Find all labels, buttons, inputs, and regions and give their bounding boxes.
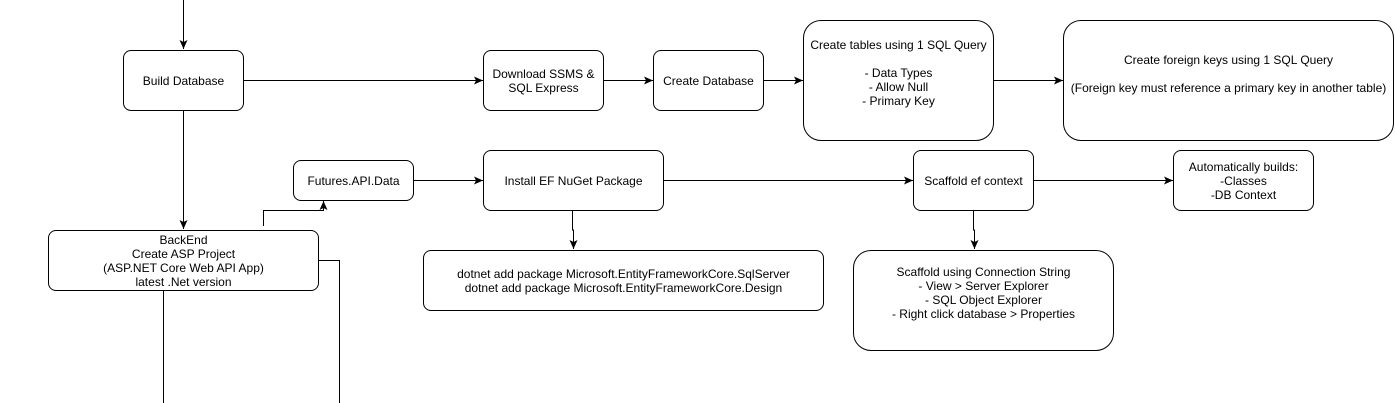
node-text-line: - Primary Key xyxy=(862,94,935,108)
node-text-line: Scaffold ef context xyxy=(924,173,1023,188)
node-text-line: dotnet add package Microsoft.EntityFrame… xyxy=(457,266,790,281)
node-text-line: Download SSMS & xyxy=(492,66,595,81)
node-text-line: Create Database xyxy=(663,73,754,88)
install-ef-nuget-node[interactable]: Install EF NuGet Package xyxy=(483,150,664,211)
node-text-line: BackEnd xyxy=(159,232,208,247)
node-text-line: - Data Types xyxy=(864,66,933,80)
edge-backend-to-futures xyxy=(263,201,328,226)
node-text-line: (ASP.NET Core Web API App) xyxy=(103,260,264,275)
automatically-builds-node[interactable]: Automatically builds:-Classes-DB Context xyxy=(1173,150,1314,211)
download-ssms-node[interactable]: Download SSMS &SQL Express xyxy=(483,50,604,111)
node-text-line: Create tables using 1 SQL Query xyxy=(810,38,987,52)
node-text-line: Create foreign keys using 1 SQL Query xyxy=(1124,53,1333,67)
edge-install-ef-to-dotnet xyxy=(569,211,578,249)
node-text-line: Install EF NuGet Package xyxy=(504,173,643,188)
node-text-line: Create ASP Project xyxy=(131,246,236,261)
create-tables-node[interactable]: Create tables using 1 SQL Query - Data Ty… xyxy=(803,20,994,141)
edge-scaffold-to-conn-string xyxy=(970,211,979,249)
node-text-line: - Allow Null xyxy=(868,80,929,94)
node-text-line: SQL Express xyxy=(508,80,579,95)
node-text-line: Build Database xyxy=(142,73,225,88)
create-database-node[interactable]: Create Database xyxy=(653,50,764,111)
dotnet-packages-node[interactable]: dotnet add package Microsoft.EntityFrame… xyxy=(423,250,824,311)
node-text-line: - View > Server Explorer xyxy=(918,279,1049,293)
scaffold-connection-string-node[interactable]: Scaffold using Connection String- View >… xyxy=(853,250,1114,351)
node-text-line: dotnet add package Microsoft.EntityFrame… xyxy=(464,280,783,295)
node-text-line: - Right click database > Properties xyxy=(891,307,1076,321)
node-text-line: Futures.API.Data xyxy=(307,173,400,188)
futures-api-data-node[interactable]: Futures.API.Data xyxy=(293,160,414,201)
create-foreign-keys-node[interactable]: Create foreign keys using 1 SQL Query (Fo… xyxy=(1063,20,1394,141)
node-text-line: -Classes xyxy=(1220,173,1267,188)
node-text-line: Automatically builds: xyxy=(1188,159,1299,174)
node-text-line: - SQL Object Explorer xyxy=(925,293,1042,307)
node-text-line: latest .Net version xyxy=(135,274,232,289)
node-text-line: Scaffold using Connection String xyxy=(896,265,1071,279)
node-text-line: (Foreign key must reference a primary ke… xyxy=(1070,81,1387,95)
build-database-node[interactable]: Build Database xyxy=(123,50,244,111)
node-text-line: -DB Context xyxy=(1210,187,1277,202)
scaffold-ef-context-node[interactable]: Scaffold ef context xyxy=(913,150,1034,211)
edge-backend-right-down xyxy=(319,260,340,403)
